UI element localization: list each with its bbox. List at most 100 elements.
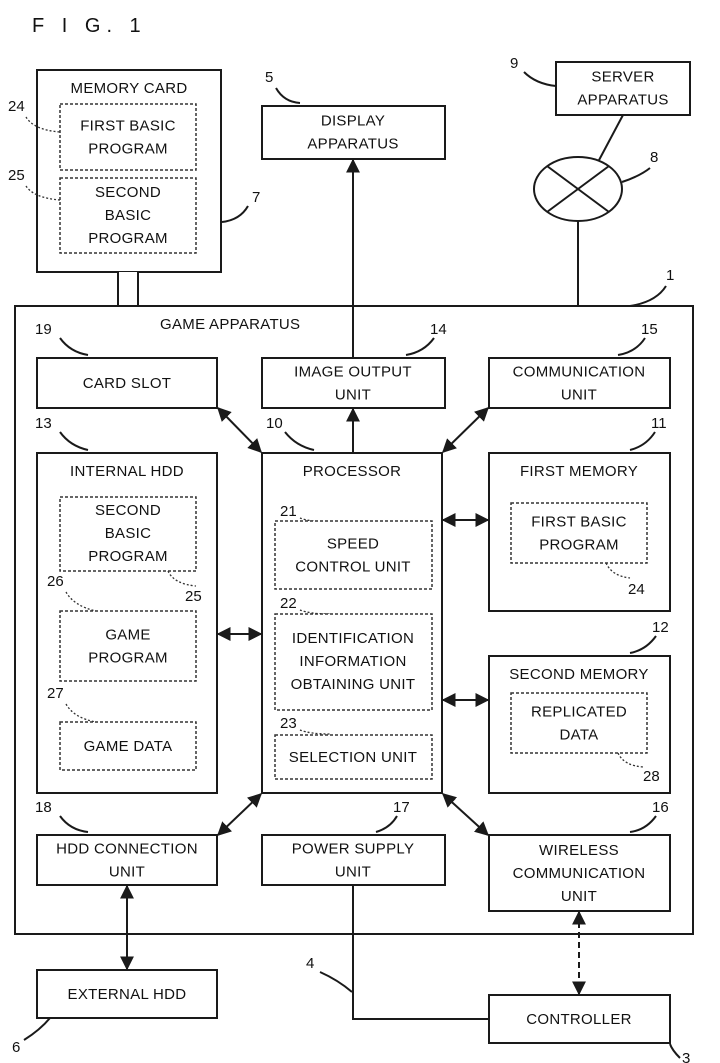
first-memory-title: FIRST MEMORY — [520, 463, 638, 480]
label-line: PROGRAM — [88, 650, 168, 667]
label-line: SECOND — [95, 502, 161, 519]
leader-26 — [65, 591, 97, 612]
label-line: FIRST BASIC — [531, 514, 627, 531]
label-line: OBTAINING UNIT — [291, 676, 416, 693]
ref-28: 28 — [643, 768, 660, 785]
label-line: UNIT — [335, 387, 371, 404]
label-line: SPEED — [327, 536, 379, 553]
leader-8 — [621, 167, 651, 183]
ref-8: 8 — [650, 149, 658, 166]
leader-10 — [284, 431, 315, 451]
leader-15 — [617, 337, 646, 356]
image-output-label: IMAGE OUTPUT UNIT — [294, 364, 412, 404]
label-line: DISPLAY — [321, 113, 385, 130]
ref-18: 18 — [35, 799, 52, 816]
label-line: IMAGE OUTPUT — [294, 364, 412, 381]
label-line: GAME — [105, 627, 150, 644]
processor-title: PROCESSOR — [303, 463, 402, 480]
game-apparatus-title: GAME APPARATUS — [160, 316, 300, 333]
label-line: COMMUNICATION — [513, 364, 646, 381]
leader-5 — [275, 87, 301, 104]
speed-control-box — [274, 520, 433, 590]
replicated-label: REPLICATED DATA — [531, 704, 627, 744]
label-line: GAME DATA — [84, 738, 173, 755]
ref-21: 21 — [280, 503, 297, 520]
controller-box — [488, 994, 671, 1044]
ref-22: 22 — [280, 595, 297, 612]
label-line: HDD CONNECTION — [56, 841, 198, 858]
label-line: SELECTION UNIT — [289, 749, 417, 766]
server-network-line — [597, 114, 624, 163]
label-line: EXTERNAL HDD — [68, 986, 187, 1003]
hdd-second-basic-box — [59, 496, 197, 572]
leader-18 — [59, 815, 89, 833]
leader-28 — [617, 752, 645, 768]
label-line: COMMUNICATION — [513, 865, 646, 882]
figure-label: F I G. 1 — [32, 15, 147, 37]
leader-22 — [299, 609, 331, 615]
fm-first-basic-box — [510, 502, 648, 564]
leader-27 — [65, 703, 97, 723]
card-slot-box — [36, 357, 218, 409]
ref-7: 7 — [252, 189, 260, 206]
label-line: BASIC — [105, 525, 152, 542]
label-line: UNIT — [109, 864, 145, 881]
leader-23 — [299, 729, 331, 735]
label-line: CONTROL UNIT — [295, 559, 411, 576]
leader-3 — [669, 1043, 681, 1059]
ref-12: 12 — [652, 619, 669, 636]
selection-label: SELECTION UNIT — [289, 749, 417, 766]
game-data-label: GAME DATA — [84, 738, 173, 755]
leader-16 — [629, 815, 657, 833]
label-line: UNIT — [335, 864, 371, 881]
ref-5: 5 — [265, 69, 273, 86]
ref-19: 19 — [35, 321, 52, 338]
leader-6 — [23, 1017, 51, 1041]
label-line: IDENTIFICATION — [292, 630, 414, 647]
label-line: WIRELESS — [539, 842, 619, 859]
game-data-box — [59, 721, 197, 771]
leader-13 — [59, 431, 89, 451]
label-line: UNIT — [561, 888, 597, 905]
external-hdd-box — [36, 969, 218, 1019]
hdd-connection-box — [36, 834, 218, 886]
label-line: CONTROLLER — [526, 1011, 632, 1028]
ref-17: 17 — [393, 799, 410, 816]
ref-1: 1 — [666, 267, 674, 284]
label-line: PROGRAM — [88, 141, 168, 158]
label-line: INFORMATION — [299, 653, 406, 670]
label-line: BASIC — [105, 207, 152, 224]
leader-19 — [59, 337, 89, 356]
label-line: APPARATUS — [577, 92, 668, 109]
mc-first-basic-box — [59, 103, 197, 171]
cardslot-processor-arrow — [217, 406, 262, 454]
label-line: SECOND — [95, 184, 161, 201]
controller-label: CONTROLLER — [526, 1011, 632, 1028]
ref-15: 15 — [641, 321, 658, 338]
selection-box — [274, 734, 433, 780]
label-line: DATA — [560, 727, 599, 744]
leader-11 — [629, 431, 656, 451]
hdd-connection-label: HDD CONNECTION UNIT — [56, 841, 198, 881]
mc-second-basic-box — [59, 177, 197, 254]
card-slot-label: CARD SLOT — [83, 375, 172, 392]
label-line: FIRST BASIC — [80, 118, 176, 135]
ref-10: 10 — [266, 415, 283, 432]
game-program-label: GAME PROGRAM — [88, 627, 168, 667]
memory-card-title: MEMORY CARD — [71, 80, 188, 97]
ref-25-card: 25 — [8, 167, 25, 184]
ref-13: 13 — [35, 415, 52, 432]
label-line: REPLICATED — [531, 704, 627, 721]
ref-3: 3 — [682, 1050, 690, 1063]
ref-14: 14 — [430, 321, 447, 338]
replicated-box — [510, 692, 648, 754]
ref-25-hdd: 25 — [185, 588, 202, 605]
ref-27: 27 — [47, 685, 64, 702]
comm-processor-arrow — [441, 407, 490, 453]
external-hdd-label: EXTERNAL HDD — [68, 986, 187, 1003]
ref-11: 11 — [651, 415, 667, 432]
leader-25-hdd — [167, 570, 197, 587]
label-line: CARD SLOT — [83, 375, 172, 392]
